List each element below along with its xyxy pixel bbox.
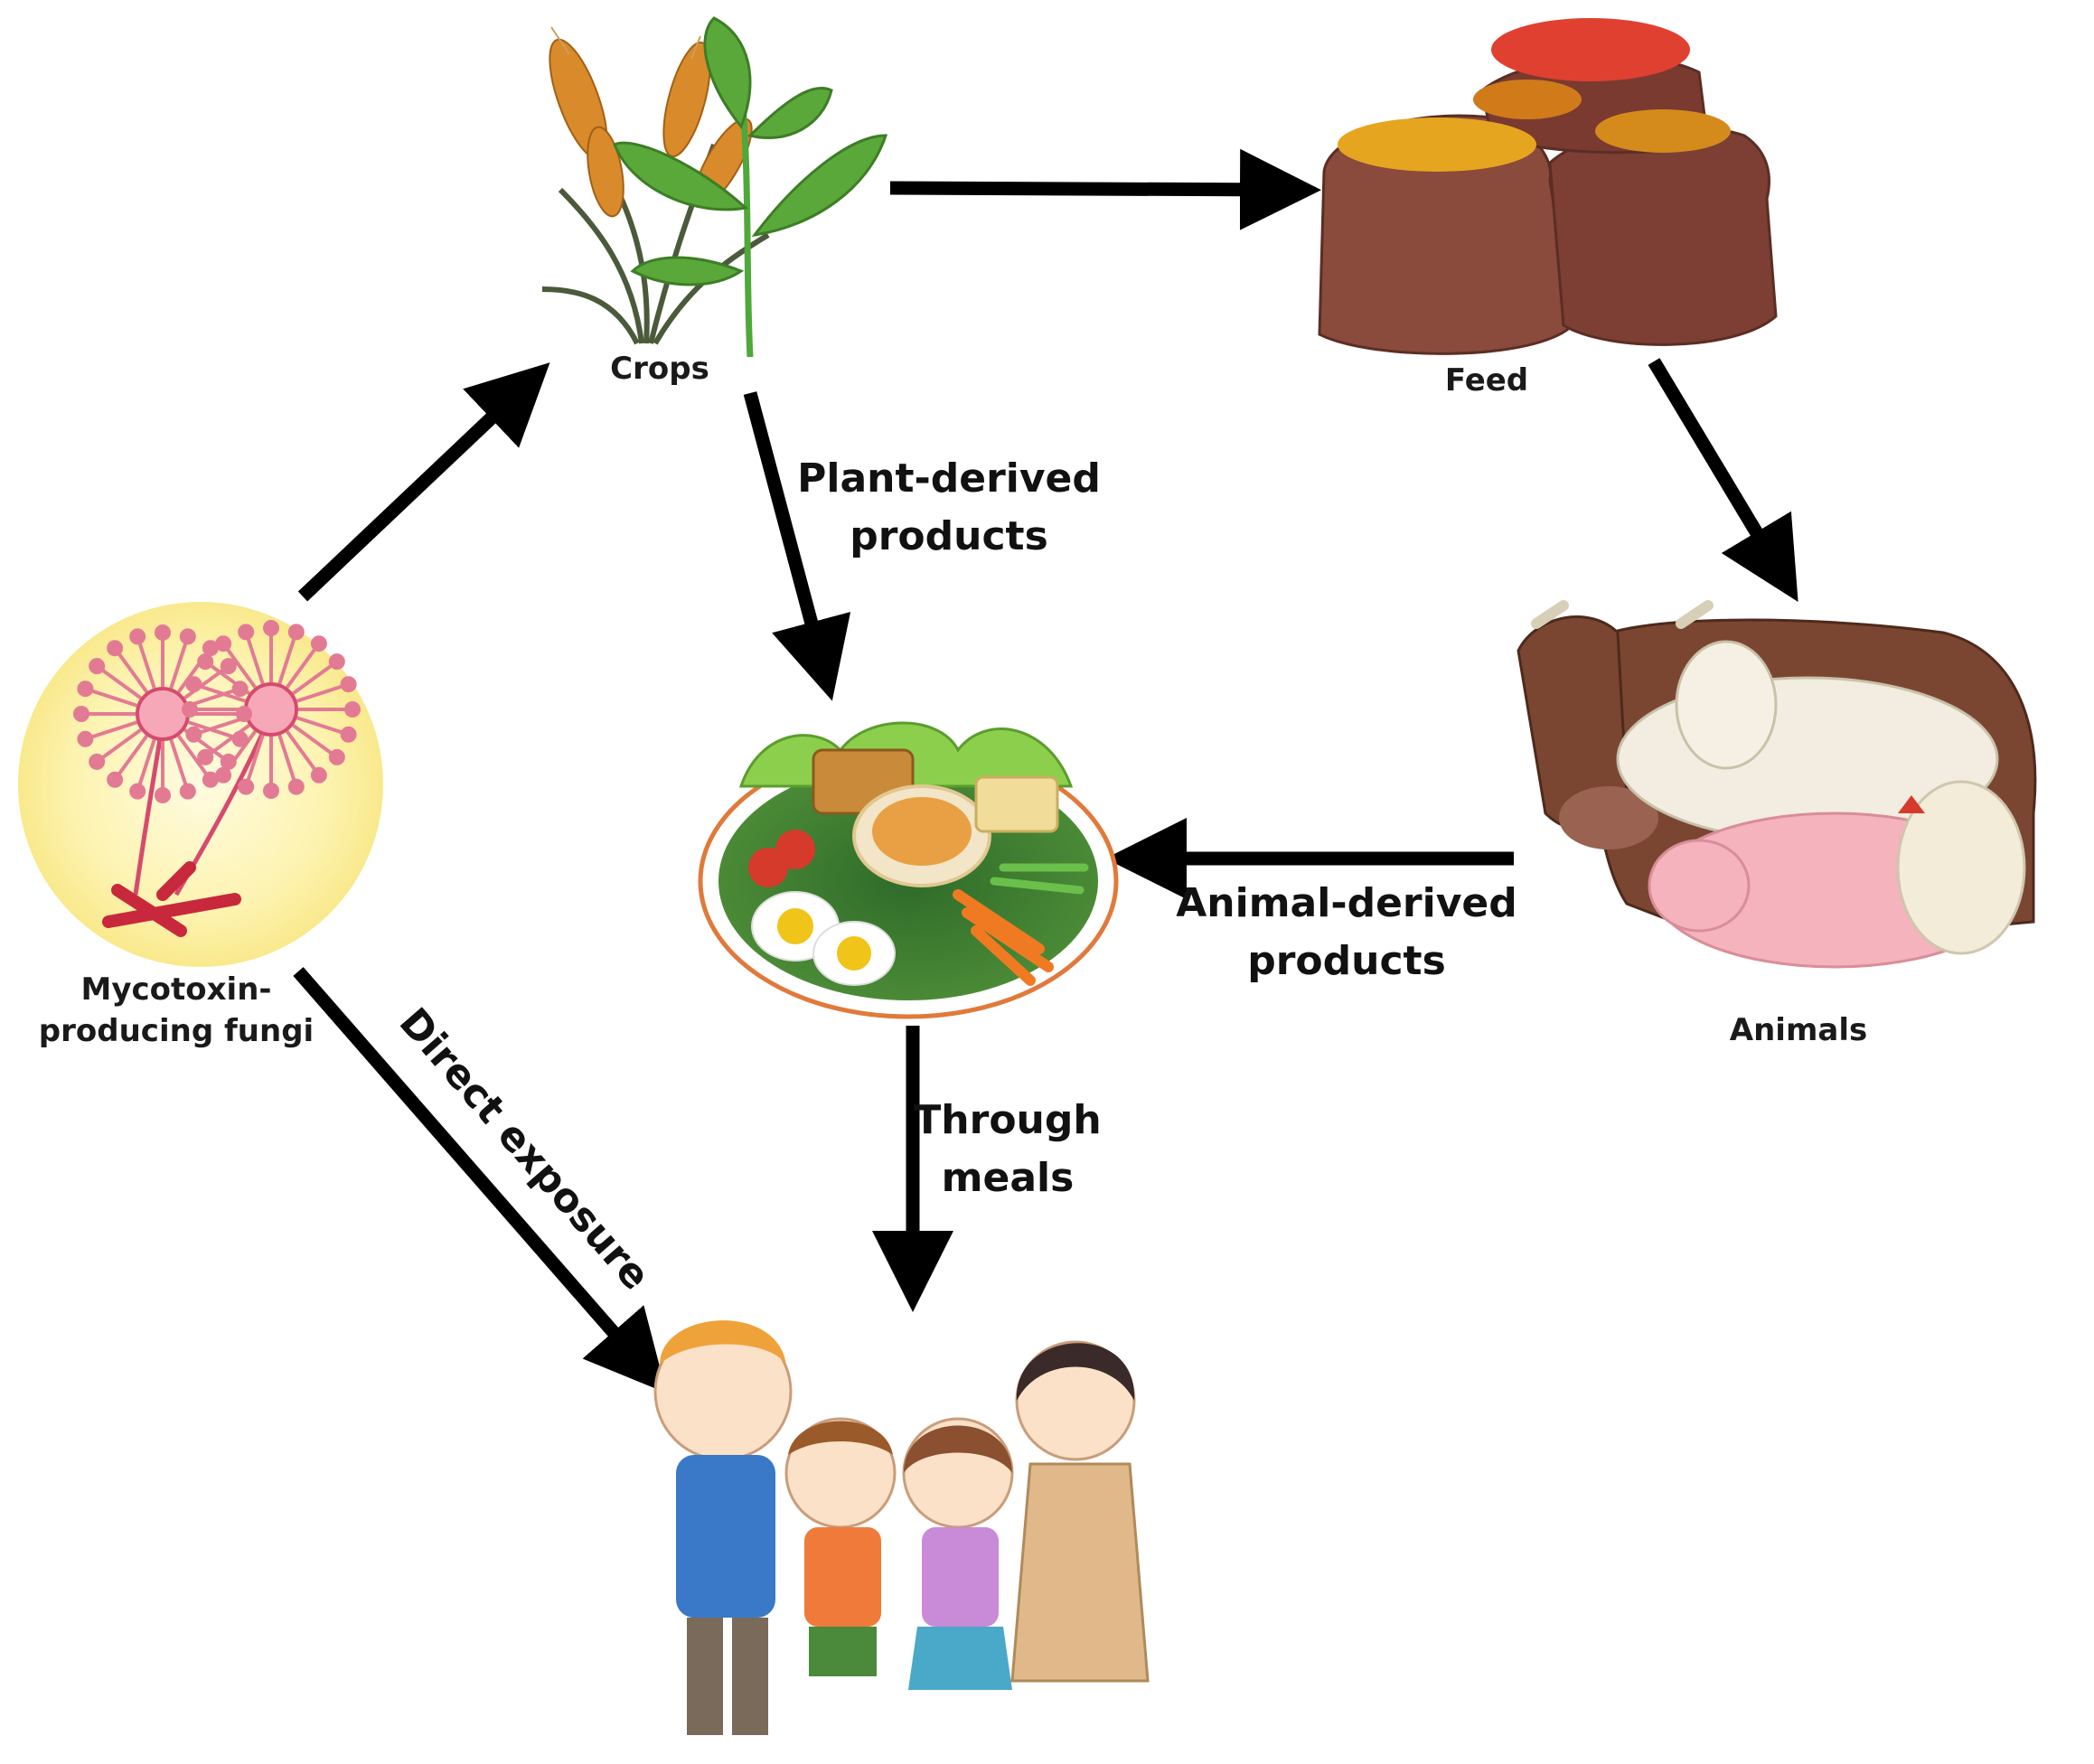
spore-chain [208,662,250,695]
arrow-feed-to-animals [1648,358,1798,603]
plant-derived-line2: products [850,513,1048,559]
spore [129,628,146,645]
spore [89,753,106,770]
spore-chain [116,735,148,777]
spore [340,726,357,743]
spore [263,620,279,636]
spore [310,635,327,652]
arrows [293,148,1798,1393]
spore-chain [286,646,318,689]
arrow-fungi-to-crops [297,362,550,602]
spore [202,771,219,788]
spore-chain [89,688,138,708]
spore [73,706,89,722]
spore [185,726,202,743]
spore [215,766,232,783]
spore [155,787,171,803]
animals-label-text: Animals [1729,1012,1868,1048]
spore [287,778,305,795]
spore-chain [169,640,189,690]
spore [340,676,357,693]
fungi-label-text: Mycotoxin- producing fungi [18,969,334,1052]
spore-chain [277,635,297,685]
spore [220,658,237,675]
spore [77,680,94,698]
spore [107,771,124,788]
spore-chain [183,667,226,699]
spore [179,628,196,645]
spore-chain [89,720,138,740]
spore-chain [224,730,257,773]
spore-chain [286,730,318,773]
spore [89,658,106,675]
arrow-crops-to-meal [743,391,851,701]
spore-chain [292,724,334,756]
spore [197,748,214,765]
crops-label-text: Crops [610,351,709,387]
through-meals-line2: meals [941,1155,1075,1201]
spore [179,783,196,800]
fungi-icon [18,602,383,967]
plant-derived-label: Plant-derived products [786,450,1112,566]
family-icon [653,1320,1150,1735]
through-meals-line1: Through [914,1097,1102,1143]
spore-chain [224,646,257,689]
spore-chain [177,735,210,777]
animal-derived-line2: products [1247,938,1446,984]
spore [107,640,124,657]
animal-derived-line1: Animal-derived [1176,880,1517,926]
spore-chain [197,683,247,703]
spore-chain [116,651,148,693]
spore [238,778,255,795]
spore-chain [169,738,189,788]
arrow-fungi-to-family [293,967,667,1393]
animal-derived-label: Animal-derived products [1166,875,1527,990]
spore [344,701,361,718]
spore [263,783,279,799]
spore [287,624,305,641]
spore [238,624,255,641]
spore [328,653,345,671]
spore [182,701,198,718]
fungi-label-line2: producing fungi [38,1013,315,1049]
spore-chain [292,662,334,695]
fungi-label-line1: Mycotoxin- [80,971,272,1008]
spore [77,730,94,747]
spore-chain [99,728,142,761]
spore [197,653,214,671]
spore-chain [187,688,237,708]
spore [215,635,232,652]
spore-chain [296,716,345,736]
spore [129,783,146,800]
spore-chain [277,734,297,783]
arrow-crops-to-feed [889,148,1321,230]
spore-chain [296,683,345,703]
crops-icon [541,16,888,358]
spore-chain [245,734,265,783]
feed-label-text: Feed [1444,362,1529,399]
spore-chain [208,724,250,756]
spore-chain [136,640,156,690]
through-meals-label: Through meals [904,1092,1112,1207]
spore [328,748,345,765]
spore [155,624,171,641]
spore [202,640,219,657]
meal-icon [698,721,1119,1019]
spore [185,676,202,693]
spore-chain [99,667,142,699]
spore-chain [197,716,247,736]
spore [310,766,327,783]
animals-icon [1517,600,2037,969]
plant-derived-line1: Plant-derived [797,455,1101,502]
feed-icon [1318,18,1778,355]
spore-chain [245,635,265,685]
spore-chain [136,738,156,788]
